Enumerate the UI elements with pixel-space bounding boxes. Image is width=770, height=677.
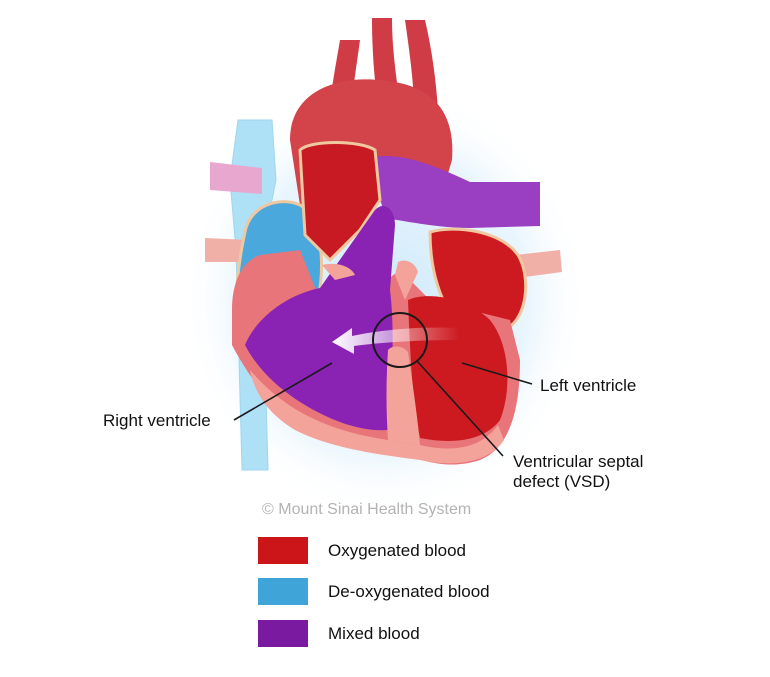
vsd-highlight-circle <box>372 312 428 368</box>
leader-line-vsd <box>416 360 504 457</box>
legend-swatch-oxygenated <box>258 537 308 564</box>
right-ventricle-chamber <box>245 205 395 431</box>
left-vessel-stub-top <box>210 162 262 194</box>
copyright-notice: © Mount Sinai Health System <box>262 501 472 518</box>
label-left-ventricle: Left ventricle <box>540 376 637 395</box>
legend-swatch-mixed <box>258 620 308 647</box>
legend-label-mixed: Mixed blood <box>328 624 420 643</box>
right-vessel-stub <box>515 250 562 278</box>
legend-label-oxygenated: Oxygenated blood <box>328 541 466 560</box>
legend-swatch-deoxygenated <box>258 578 308 605</box>
aortic-root <box>298 141 382 263</box>
left-vessel-stub-bottom <box>205 238 250 262</box>
valve-leaflet-mid <box>395 260 418 300</box>
leader-line-left-ventricle <box>461 362 533 385</box>
legend-label-deoxygenated: De-oxygenated blood <box>328 582 490 601</box>
label-vsd-line2: defect (VSD) <box>513 472 611 491</box>
pulmonary-artery <box>370 156 540 228</box>
muscle-wall-lower <box>250 370 504 464</box>
vsd-flow-arrow <box>332 327 460 354</box>
ventricular-septum <box>386 346 420 445</box>
label-vsd-line1: Ventricular septal <box>513 452 644 471</box>
leader-line-right-ventricle <box>233 362 333 421</box>
valve-leaflet-left <box>322 263 355 280</box>
label-right-ventricle: Right ventricle <box>103 411 211 430</box>
